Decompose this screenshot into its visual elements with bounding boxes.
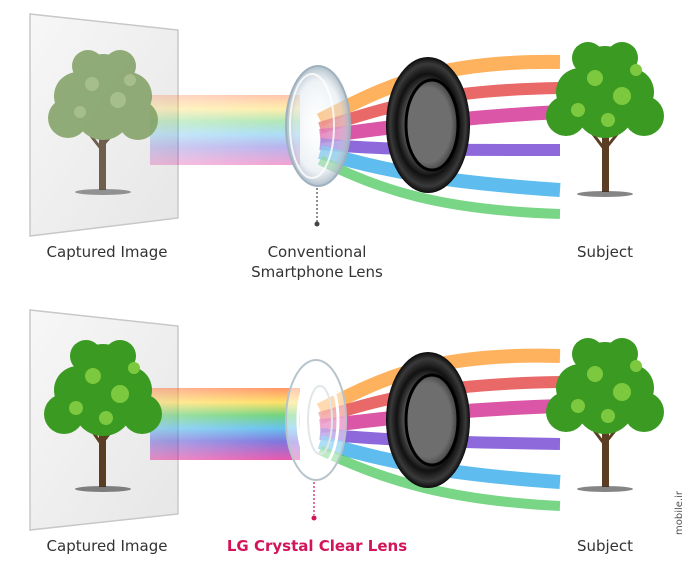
top-conventional-lens xyxy=(285,65,351,187)
bottom-row xyxy=(29,309,664,531)
bottom-lens-barrel xyxy=(386,352,470,488)
top-captured-image-label: Captured Image xyxy=(46,243,168,261)
top-subject-label: Subject xyxy=(576,243,634,261)
top-lens-barrel xyxy=(386,57,470,193)
top-lens-label-line1: Conventional xyxy=(267,243,367,261)
bottom-lens-label: LG Crystal Clear Lens xyxy=(226,537,408,555)
bottom-captured-tree xyxy=(44,340,162,492)
watermark: mobile.ir xyxy=(674,491,685,535)
bottom-subject-tree xyxy=(546,338,664,492)
bottom-crystal-lens xyxy=(285,359,347,481)
top-lens-label-line2: Smartphone Lens xyxy=(251,263,383,281)
bottom-subject-label: Subject xyxy=(576,537,634,555)
top-beam-out xyxy=(150,95,300,165)
top-subject-tree xyxy=(546,42,664,197)
top-captured-tree xyxy=(48,50,158,195)
bottom-captured-image-label: Captured Image xyxy=(46,537,168,555)
bottom-beam-out xyxy=(150,388,300,460)
top-row xyxy=(29,13,664,237)
